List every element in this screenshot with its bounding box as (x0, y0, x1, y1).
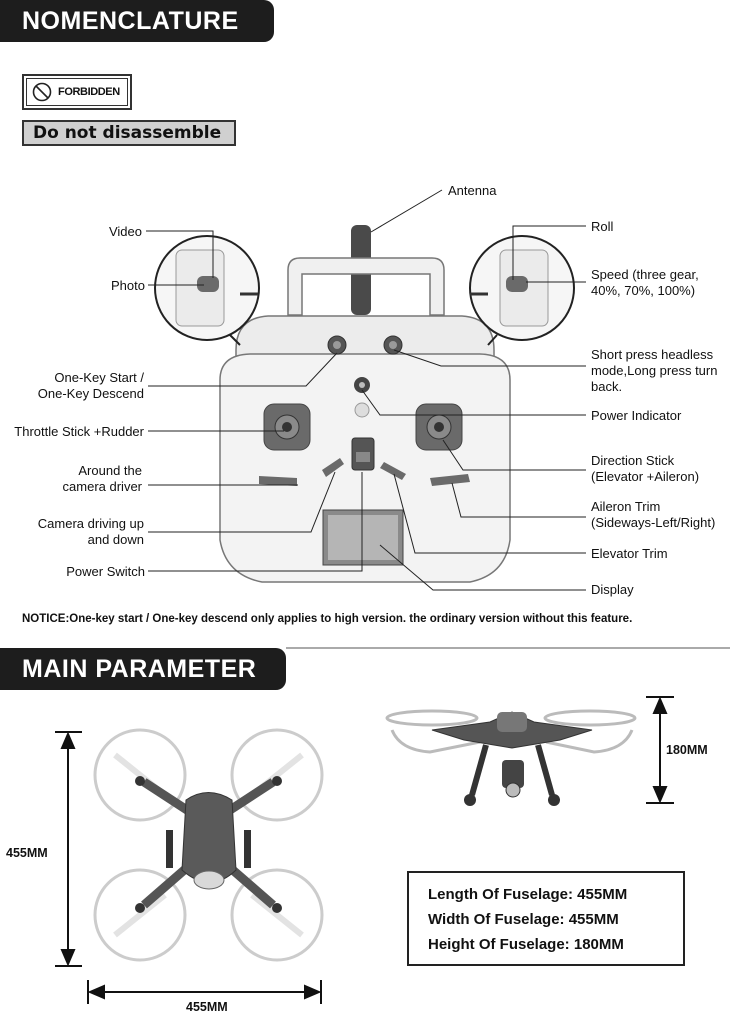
label-throttle: Throttle Stick +Rudder (14, 424, 144, 439)
drone-side-view (385, 709, 637, 806)
label-display: Display (591, 582, 634, 597)
do-not-disassemble-warning: Do not disassemble (22, 120, 236, 146)
dimension-width-bottom: 455MM (186, 1000, 228, 1014)
label-camera-up-down: Camera driving up and down (37, 516, 144, 547)
section-header-main-parameter: MAIN PARAMETER (0, 648, 286, 690)
section-header-nomenclature: NOMENCLATURE (0, 0, 274, 42)
notice-text: NOTICE:One-key start / One-key descend o… (22, 613, 633, 625)
fuselage-spec-box: Length Of Fuselage: 455MM Width Of Fusel… (407, 871, 685, 966)
label-direction-stick: Direction Stick (Elevator +Aileron) (591, 453, 700, 484)
forbidden-icon (32, 82, 52, 102)
label-photo: Photo (111, 278, 145, 293)
spec-width: Width Of Fuselage: 455MM (428, 911, 619, 928)
label-video: Video (108, 224, 142, 239)
label-elevator-trim: Elevator Trim (591, 546, 668, 561)
drone-top-view (93, 728, 324, 962)
spec-height: Height Of Fuselage: 180MM (428, 936, 624, 953)
forbidden-label: FORBIDDEN (58, 86, 120, 98)
label-around-camera: Around the camera driver (62, 463, 142, 494)
label-speed: Speed (three gear, 40%, 70%, 100%) (591, 267, 699, 298)
forbidden-badge: FORBIDDEN (22, 74, 132, 110)
spec-length: Length Of Fuselage: 455MM (428, 886, 628, 903)
label-power-indicator: Power Indicator (591, 408, 682, 423)
dimension-length-left: 455MM (6, 846, 48, 860)
label-antenna: Antenna (448, 183, 497, 198)
shoulder-graphic (235, 315, 495, 363)
label-one-key: One-Key Start / One-Key Descend (37, 370, 144, 401)
dimension-height-side: 180MM (666, 743, 708, 757)
label-headless: Short press headless mode,Long press tur… (591, 347, 718, 394)
label-roll: Roll (591, 219, 614, 234)
handle-graphic (287, 257, 445, 316)
label-power-switch: Power Switch (66, 564, 145, 579)
label-aileron-trim: Aileron Trim (Sideways-Left/Right) (591, 499, 716, 530)
